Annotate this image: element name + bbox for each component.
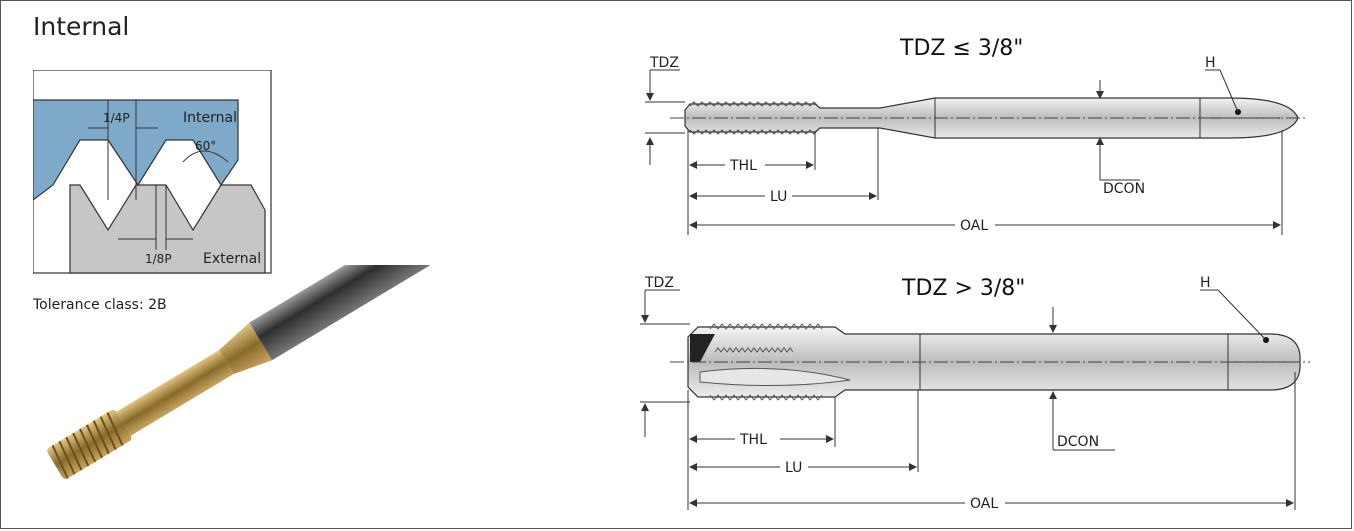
thread-profile-diagram: 1/4P Internal 60° 1/8P External <box>33 70 272 274</box>
large-h-label: H <box>1200 275 1211 291</box>
tolerance-class: Tolerance class: 2B <box>33 297 167 313</box>
thread-angle-label: 60° <box>195 139 216 153</box>
small-lu-label: LU <box>770 189 787 205</box>
small-dcon-label: DCON <box>1103 181 1145 197</box>
internal-label: Internal <box>183 110 237 126</box>
small-h-label: H <box>1205 55 1216 71</box>
small-tdz-label: TDZ <box>649 55 679 71</box>
eighth-pitch-label: 1/8P <box>145 252 172 266</box>
large-lu-label: LU <box>785 460 802 476</box>
external-label: External <box>203 251 261 267</box>
drawing-small-diameter: TDZ ≤ 3/8" TDZ H DCON THL LU OAL <box>645 36 1305 235</box>
tap-product-image <box>47 265 444 479</box>
external-thread-region <box>69 184 266 274</box>
large-dcon-label: DCON <box>1057 434 1099 450</box>
small-thl-label: THL <box>729 158 757 174</box>
small-oal-label: OAL <box>960 218 988 234</box>
page-title: Internal <box>33 12 130 41</box>
large-thl-label: THL <box>739 432 767 448</box>
large-tdz-label: TDZ <box>644 275 674 291</box>
small-title: TDZ ≤ 3/8" <box>899 36 1023 61</box>
quarter-pitch-label: 1/4P <box>103 111 130 125</box>
drawing-large-diameter: TDZ > 3/8" TDZ H DCON THL LU OAL <box>640 275 1310 512</box>
large-title: TDZ > 3/8" <box>901 276 1025 301</box>
large-oal-label: OAL <box>970 496 998 512</box>
